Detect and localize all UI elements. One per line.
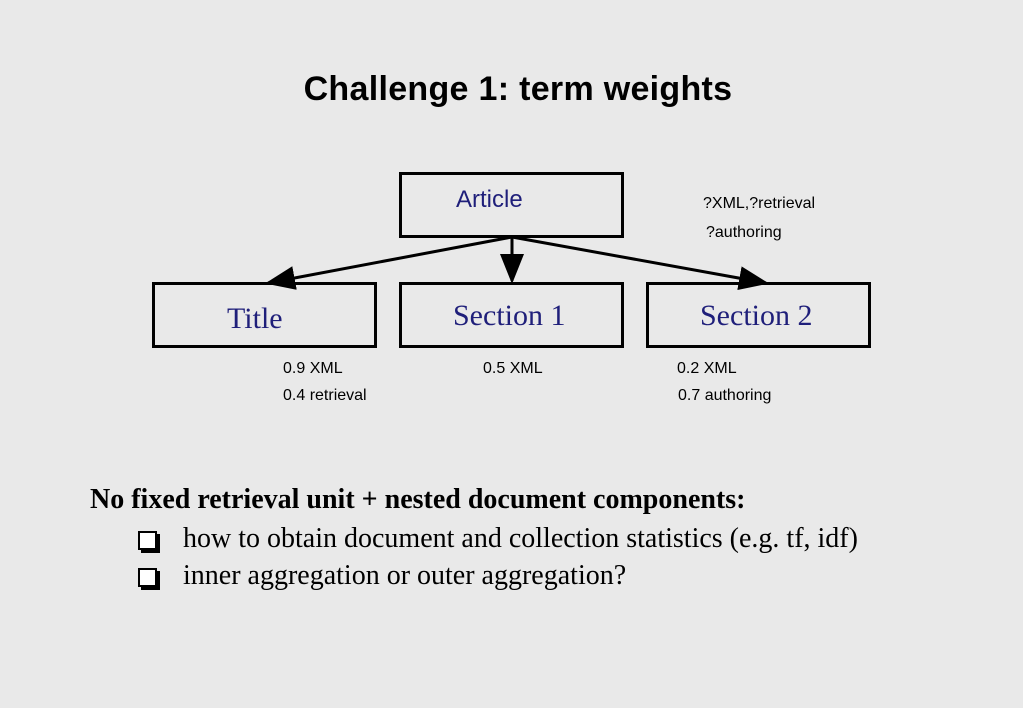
section-1-weight-xml: 0.5 XML [483,360,543,377]
bullet-item: how to obtain document and collection st… [138,523,858,555]
root-note-line-2: ?authoring [706,224,782,241]
bullet-text: inner aggregation or outer aggregation? [183,560,627,591]
article-node [399,172,624,238]
connector-to-section-2 [511,235,769,290]
section-2-node [646,282,871,348]
bullet-item: inner aggregation or outer aggregation? [138,560,626,592]
slide-title: Challenge 1: term weights [303,70,733,108]
section-1-node-label: Section 1 [453,299,566,332]
body-heading: No fixed retrieval unit + nested documen… [90,484,746,515]
checkbox-bullet-icon [138,530,157,550]
root-note-line-1: ?XML,?retrieval [703,195,816,212]
connector-to-title [265,235,513,290]
title-node [152,282,377,348]
section-2-weight-authoring: 0.7 authoring [678,387,772,404]
title-node-label: Title [227,302,283,335]
title-weight-xml: 0.9 XML [283,360,343,377]
section-2-weight-xml: 0.2 XML [677,360,737,377]
checkbox-bullet-icon [138,567,157,587]
bullet-text: how to obtain document and collection st… [183,523,858,554]
article-node-label: Article [456,186,523,213]
section-2-node-label: Section 2 [700,299,813,332]
section-1-node [399,282,624,348]
title-weight-retrieval: 0.4 retrieval [283,387,367,404]
